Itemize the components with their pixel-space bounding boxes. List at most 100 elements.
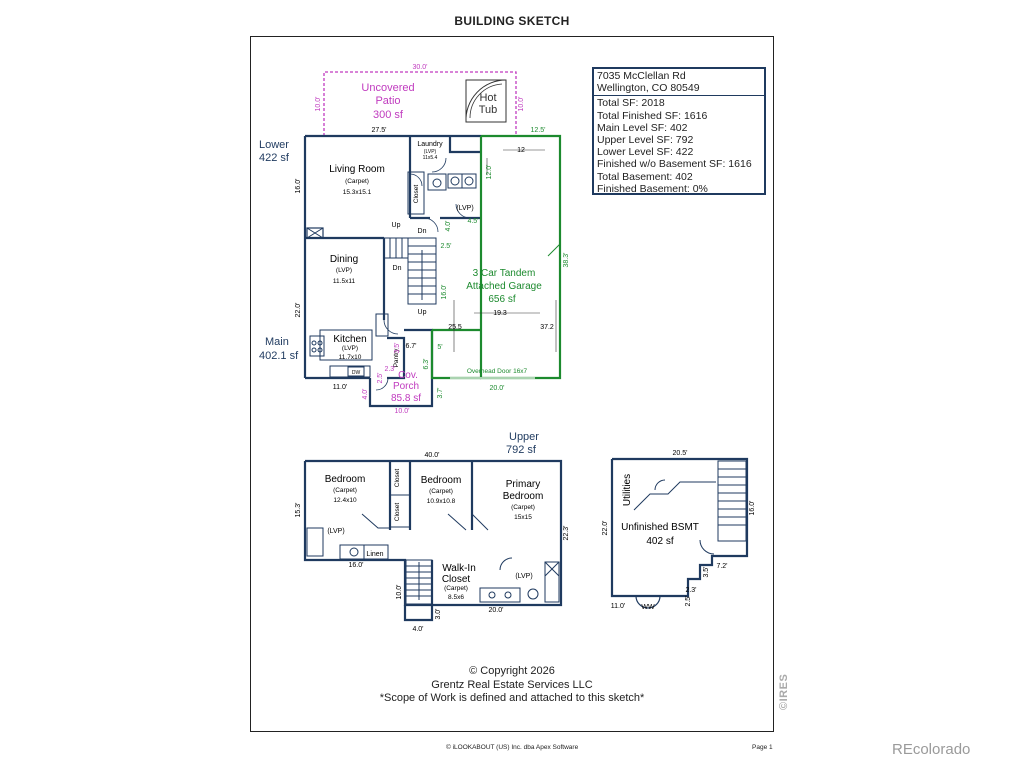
address-line-1: 7035 McClellan Rd <box>597 70 686 82</box>
patio-name-2: Patio <box>375 95 400 107</box>
dim-upper-4: 4.0' <box>412 626 423 633</box>
dim-5: 5' <box>437 344 442 351</box>
dim-bsmt-right: 16.0' <box>749 501 756 516</box>
garage-name-1: 3 Car Tandem <box>473 268 536 279</box>
dim-garage-right: 38.3' <box>563 253 570 268</box>
dim-left-16: 16.0' <box>295 179 302 194</box>
dn-label-2: Dn <box>393 265 402 272</box>
dim-bsmt-3-5: 3.5' <box>703 566 710 577</box>
dim-2-5b: 2.5' <box>377 372 384 383</box>
dining-name: Dining <box>330 254 358 265</box>
dim-patio-right: 10.0' <box>518 97 525 112</box>
upper-closet-1: Closet <box>394 469 401 488</box>
dim-patio-top: 30.0' <box>413 64 428 71</box>
summary-line: Finished w/o Basement SF: 1616 <box>597 158 752 171</box>
upper-stairs <box>405 559 433 605</box>
dim-garage-12v: 12.0' <box>486 165 493 180</box>
walkin-floor: (Carpet) <box>444 585 468 592</box>
ww-label: WW <box>641 604 655 611</box>
dim-upper-20: 20.0' <box>489 607 504 614</box>
walkin-size: 8.5x6 <box>448 594 464 601</box>
upper-interior <box>306 460 560 605</box>
interior-lines <box>306 157 477 391</box>
dim-bsmt-left: 22.0' <box>602 521 609 536</box>
dishwasher-label: DW <box>352 370 361 376</box>
garage-walls <box>430 134 562 380</box>
main-level-name: Main <box>265 336 289 348</box>
garage-name-2: Attached Garage <box>466 281 542 292</box>
walkin-name-1: Walk-In <box>442 563 476 574</box>
summary-line: Lower Level SF: 422 <box>597 146 694 159</box>
laundry-lvp-label: (LVP) <box>456 205 473 212</box>
dim-2-5: 2.5' <box>440 243 451 250</box>
dim-garage-19: 19.3 <box>493 310 507 317</box>
primary-name-2: Bedroom <box>503 491 544 502</box>
porch-name-1: Cov. <box>398 370 418 381</box>
living-room-size: 15.3x15.1 <box>343 189 372 196</box>
recolorado-watermark: REcolorado <box>892 741 971 758</box>
dim-bottom-11: 11.0' <box>333 384 347 391</box>
hot-tub-label-1: Hot <box>479 92 496 104</box>
main-level-area: 402.1 sf <box>259 350 299 362</box>
basement-interior <box>633 460 747 609</box>
summary-line: Main Level SF: 402 <box>597 121 688 134</box>
dim-4-0: 4.0' <box>445 220 452 231</box>
summary-line: Finished Basement: 0% <box>597 182 708 195</box>
patio-area: 300 sf <box>373 109 404 121</box>
porch-name-2: Porch <box>393 381 419 392</box>
bedroom1-size: 12.4x10 <box>333 497 357 504</box>
laundry-size: 11x5.4 <box>423 155 438 161</box>
ires-mark: ©IRES <box>778 673 790 710</box>
dim-bsmt-2-3: 2.3' <box>685 587 696 594</box>
summary-line: Total Basement: 402 <box>597 170 693 183</box>
dim-upper-3: 3.0' <box>435 608 442 619</box>
dim-2-3: 2.3' <box>384 366 395 373</box>
dim-bsmt-2-5: 2.5' <box>685 595 692 606</box>
copyright-line-3: *Scope of Work is defined and attached t… <box>379 692 645 704</box>
primary-name-1: Primary <box>506 479 540 490</box>
sketch-sheet <box>250 36 774 732</box>
bedroom1-floor: (Carpet) <box>333 487 357 494</box>
upper-level-area: 792 sf <box>506 444 537 456</box>
up-label-1: Up <box>392 222 401 229</box>
property-summary-box: 7035 McClellan Rd Wellington, CO 80549 T… <box>592 67 766 195</box>
dining-size: 11.5x11 <box>333 278 356 285</box>
basement-area: 402 sf <box>646 536 673 547</box>
footer-page-number: Page 1 <box>752 744 773 751</box>
main-closet-label: Closet <box>413 185 420 204</box>
bedroom1-name: Bedroom <box>325 474 366 485</box>
main-stairs <box>407 237 437 305</box>
lower-level-area: 422 sf <box>259 152 290 164</box>
linen-label: Linen <box>366 551 383 558</box>
dim-porch-4: 4.0' <box>362 388 369 399</box>
dim-bsmt-7: 7.2' <box>716 563 727 570</box>
dim-upper-left: 15.3' <box>295 503 302 518</box>
summary-line: Total Finished SF: 1616 <box>597 109 708 122</box>
pantry-label: Pantry <box>393 348 400 368</box>
summary-line: Upper Level SF: 792 <box>597 134 694 147</box>
dim-bsmt-11: 11.0' <box>611 603 625 610</box>
living-room-floor: (Carpet) <box>345 178 369 185</box>
primary-size: 15x15 <box>514 514 532 521</box>
living-room-name: Living Room <box>329 164 385 175</box>
kitchen-size: 11.7x10 <box>339 354 362 361</box>
copyright-line-1: © Copyright 2026 <box>469 665 555 677</box>
patio-name-1: Uncovered <box>361 82 414 94</box>
dim-6-7: 6.7' <box>405 343 416 350</box>
dim-garage-25: 25.5 <box>448 324 462 331</box>
primary-floor: (Carpet) <box>511 504 535 511</box>
copyright-line-2: Grentz Real Estate Services LLC <box>431 678 593 691</box>
dn-label-1: Dn <box>418 228 427 235</box>
dim-upper-top: 40.0' <box>425 452 440 459</box>
dim-porch-10: 10.0' <box>395 408 410 415</box>
footer-software-credit: © iLOOKABOUT (US) Inc. dba Apex Software <box>446 744 579 751</box>
porch-area: 85.8 sf <box>391 393 421 404</box>
dim-upper-right: 22.3' <box>563 526 570 541</box>
dim-6-3: 6.3' <box>423 358 430 369</box>
dim-patio-left: 10.0' <box>315 97 322 112</box>
dining-floor: (LVP) <box>336 267 352 274</box>
dim-garage-top: 12.5' <box>531 127 546 134</box>
dim-upper-10: 10.0' <box>396 585 403 600</box>
bedroom2-size: 10.9x10.8 <box>427 498 456 505</box>
laundry-floor: (LVP) <box>424 149 437 155</box>
